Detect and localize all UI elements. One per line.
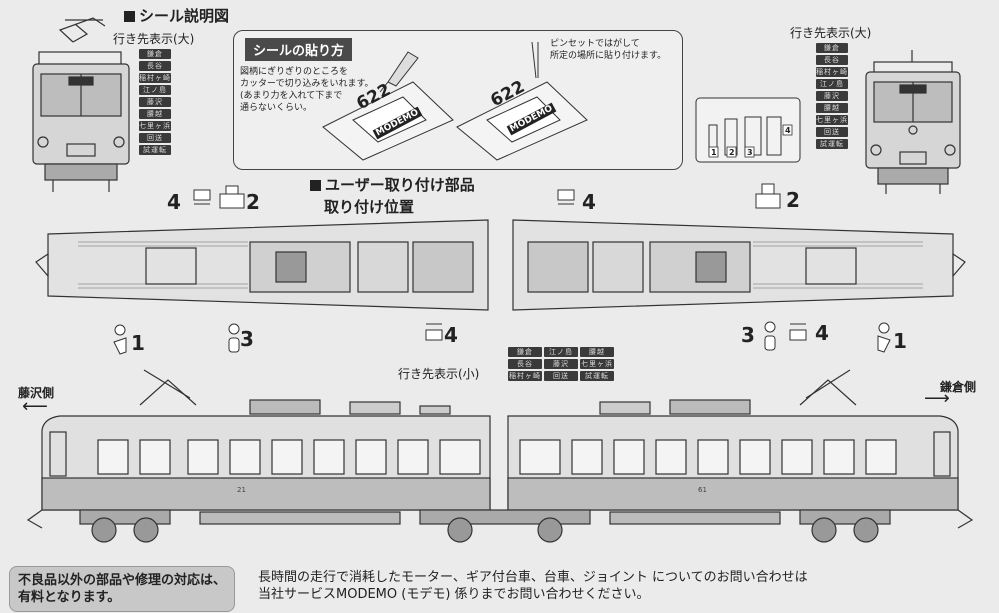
part-callout-1-b: 1 xyxy=(893,329,907,353)
destination-chips-right: 鎌倉 長谷 稲村ヶ崎 江ノ島 藤沢 腰越 七里ヶ浜 回送 試運転 xyxy=(816,43,848,149)
bullet-square-icon xyxy=(124,11,135,22)
cutter-seal-illustration xyxy=(322,51,454,161)
sprue-number-3: 3 xyxy=(747,148,753,157)
bullet-square-icon-2 xyxy=(310,180,321,191)
destination-chips-left: 鎌倉 長谷 稲村ヶ崎 江ノ島 藤沢 腰越 七里ヶ浜 回送 試運転 xyxy=(139,49,171,155)
howto-step1-text: 図柄にぎりぎりのところを カッターで切り込みをいれます。 (あまり力を入れて下ま… xyxy=(240,67,374,113)
direction-left-label: 藤沢側 xyxy=(18,386,55,400)
footer-notice-box: 不良品以外の部品や修理の対応は、 有料となります。 xyxy=(9,566,236,612)
howto-step2-text: ピンセットではがして 所定の場所に貼り付けます。 xyxy=(550,39,667,61)
part-glyph-1-b xyxy=(877,322,891,353)
part-callout-4-a: 4 xyxy=(167,190,181,214)
tram-front-view-right xyxy=(865,50,961,194)
parts-section-title: ユーザー取り付け部品 xyxy=(310,174,475,195)
part-callout-4-c: 4 xyxy=(444,323,458,347)
part-callout-3-b: 3 xyxy=(741,323,755,347)
part-callout-4-b: 4 xyxy=(582,190,596,214)
seal-howto-title: シールの貼り方 xyxy=(245,38,353,61)
part-glyph-4-d xyxy=(789,323,807,341)
destination-small-label: 行き先表示(小) xyxy=(398,367,480,381)
arrow-left-icon: ⟵ xyxy=(22,396,48,417)
sprue-number-4: 4 xyxy=(785,126,791,135)
part-glyph-top-mid xyxy=(557,189,575,205)
part-glyph-4-c xyxy=(425,323,443,341)
part-callout-4-d: 4 xyxy=(815,321,829,345)
underside-view xyxy=(35,219,966,311)
part-glyph-1-a xyxy=(113,324,127,355)
parts-sprue xyxy=(695,97,801,163)
tram-front-view-left xyxy=(32,17,130,192)
tram-side-view xyxy=(26,369,974,543)
part-callout-3-a: 3 xyxy=(240,327,254,351)
destination-chips-small: 鎌倉 江ノ島 腰越 長谷 藤沢 七里ヶ浜 稲村ヶ崎 回送 試運転 xyxy=(508,347,614,381)
destination-large-label-right: 行き先表示(大) xyxy=(790,26,872,40)
sprue-number-2: 2 xyxy=(729,148,735,157)
car-number-right: 61 xyxy=(698,486,707,494)
parts-section-subtitle: 取り付け位置 xyxy=(324,198,415,216)
arrow-right-icon: ⟶ xyxy=(924,388,950,409)
part-callout-2-b: 2 xyxy=(786,188,800,212)
footer-contact-text: 長時間の走行で消耗したモーター、ギア付台車、台車、ジョイント についてのお問い合… xyxy=(258,570,808,602)
direction-right-label: 鎌倉側 xyxy=(940,380,977,394)
sprue-number-1: 1 xyxy=(711,148,717,157)
part-glyph-top-right xyxy=(755,183,781,209)
part-glyph-3-b xyxy=(764,321,776,351)
part-callout-2-a: 2 xyxy=(246,190,260,214)
destination-large-label-left: 行き先表示(大) xyxy=(113,32,195,46)
part-callout-1-a: 1 xyxy=(131,331,145,355)
car-number-left: 21 xyxy=(237,486,246,494)
seal-section-title: シール説明図 xyxy=(124,5,229,26)
tweezer-seal-illustration xyxy=(456,42,588,161)
part-glyph-3-a xyxy=(228,323,240,353)
part-glyphs-top-left xyxy=(193,185,245,209)
